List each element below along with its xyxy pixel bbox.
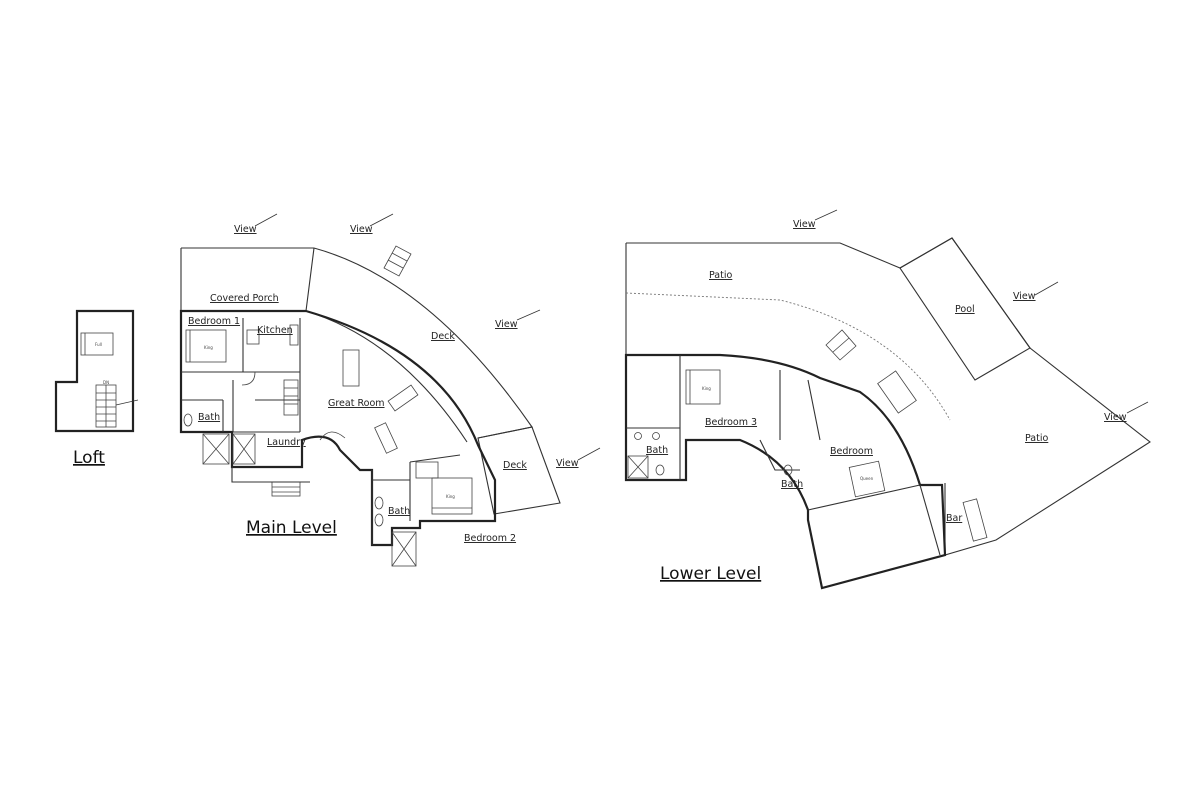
bedroom-1-label: Bedroom 1	[188, 316, 240, 327]
pool-label: Pool	[955, 304, 975, 315]
lower-view-label-3: View	[1104, 412, 1127, 423]
bedroom-2-label: Bedroom 2	[464, 533, 516, 544]
covered-porch-label: Covered Porch	[210, 293, 279, 304]
lower-bath-label-2: Bath	[781, 479, 803, 490]
main-view-label-4: View	[556, 458, 579, 469]
loft-stair-label: DN	[103, 380, 109, 385]
lower-level-title: Lower Level	[660, 564, 761, 584]
deck-label-1: Deck	[431, 331, 455, 342]
kitchen-label: Kitchen	[257, 325, 293, 336]
main-view-label-3: View	[495, 319, 518, 330]
main-view-label-1: View	[234, 224, 257, 235]
loft-plan: Full DN	[54, 309, 139, 433]
loft-bed-label: Full	[95, 342, 102, 347]
deck-label-2: Deck	[503, 460, 527, 471]
bedroom-1-bed-label: King	[204, 345, 213, 350]
lower-view-label-2: View	[1013, 291, 1036, 302]
bar-label: Bar	[946, 513, 962, 524]
lower-view-label-1: View	[793, 219, 816, 230]
main-level-title: Main Level	[246, 518, 337, 538]
bedroom-3-label: Bedroom 3	[705, 417, 757, 428]
bedroom-bed-label: Queen	[860, 476, 874, 481]
laundry-label: Laundry	[267, 437, 306, 448]
lower-bedroom-label: Bedroom	[830, 446, 873, 457]
bedroom-3-bed-label: King	[702, 386, 711, 391]
main-level-plan: King King	[179, 213, 601, 567]
loft-title: Loft	[73, 448, 105, 468]
lower-patio-label-2: Patio	[1025, 433, 1048, 444]
main-bath-label-1: Bath	[198, 412, 220, 423]
lower-level-plan: King Queen	[624, 209, 1151, 590]
bedroom-2-bed-label: King	[446, 494, 455, 499]
lower-bath-label-1: Bath	[646, 445, 668, 456]
great-room-label: Great Room	[328, 398, 385, 409]
main-view-label-2: View	[350, 224, 373, 235]
lower-patio-label-1: Patio	[709, 270, 732, 281]
main-bath-label-2: Bath	[388, 506, 410, 517]
